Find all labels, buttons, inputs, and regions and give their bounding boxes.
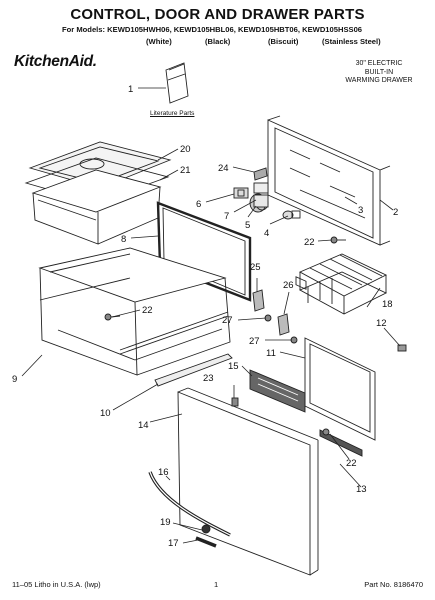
callout-5: 5	[245, 220, 250, 231]
footer-part-number: Part No. 8186470	[364, 580, 423, 589]
handle-screw	[195, 536, 217, 548]
callout-1: 1	[128, 84, 133, 95]
variant-black: (Black)	[205, 37, 231, 46]
callout-27b: 27	[249, 336, 260, 347]
callout-23: 23	[203, 373, 214, 384]
selector-switch	[233, 187, 249, 199]
callout-9: 9	[12, 374, 17, 385]
callout-11: 11	[266, 348, 276, 359]
product-description: 30" ELECTRIC BUILT-IN WARMING DRAWER	[339, 60, 419, 86]
callout-labels: 1 2 3 4 5 6 7 8 9 10 11 12 13 14 15 16 1…	[12, 84, 398, 549]
description-line: WARMING DRAWER	[345, 77, 413, 85]
callout-27a: 27	[222, 315, 233, 326]
bracket-screw	[264, 314, 298, 344]
callout-10: 10	[100, 408, 111, 419]
callout-17: 17	[168, 538, 179, 549]
description-line: BUILT-IN	[364, 68, 394, 76]
indicator-light	[282, 210, 301, 220]
variant-white: (White)	[146, 37, 172, 46]
description-line: 30" ELECTRIC	[355, 60, 403, 67]
callout-4: 4	[264, 228, 269, 239]
callout-16: 16	[158, 467, 169, 478]
brand-logo: KitchenAid.	[14, 53, 97, 70]
callout-12: 12	[376, 318, 387, 329]
handle-mount	[319, 429, 363, 457]
warming-pan	[31, 169, 162, 245]
callout-22c: 22	[346, 458, 357, 469]
control-panel-back	[267, 115, 391, 290]
footer-page-number: 1	[214, 580, 219, 589]
callout-6: 6	[196, 199, 201, 210]
callout-14: 14	[138, 420, 149, 431]
callout-15: 15	[228, 361, 239, 372]
label-plate	[253, 167, 268, 181]
callout-8: 8	[121, 234, 126, 245]
literature-parts-label: Literature Parts	[150, 110, 195, 117]
callout-22a: 22	[304, 237, 315, 248]
callout-19: 19	[160, 517, 171, 528]
drawer-gasket	[156, 201, 252, 302]
callout-7: 7	[224, 211, 229, 222]
callout-26: 26	[283, 280, 294, 291]
callout-18: 18	[382, 299, 393, 310]
footer-print-info: 11–05 Litho in U.S.A. (lwp)	[12, 580, 101, 589]
drawer-body	[38, 247, 231, 376]
callout-2: 2	[393, 207, 398, 218]
door-handle	[148, 471, 231, 537]
door-bracket-right	[277, 313, 290, 336]
variant-biscuit: (Biscuit)	[268, 37, 299, 46]
callout-22b: 22	[142, 305, 153, 316]
callout-21: 21	[180, 165, 191, 176]
model-list: For Models: KEWD105HWH06, KEWD105HBL06, …	[62, 25, 363, 34]
page-title: CONTROL, DOOR AND DRAWER PARTS	[70, 6, 365, 23]
panel-screw	[397, 344, 407, 352]
callout-20: 20	[180, 144, 191, 155]
slide-rail	[154, 353, 233, 387]
callout-24: 24	[218, 163, 229, 174]
leader-lines	[21, 87, 401, 544]
inner-door-panel	[304, 337, 376, 441]
callout-13: 13	[356, 484, 367, 495]
wire-rack	[298, 253, 388, 315]
literature-booklet	[165, 62, 189, 104]
callout-25: 25	[250, 262, 261, 273]
door-screw	[231, 397, 239, 407]
variant-stainless: (Stainless Steel)	[322, 37, 381, 46]
callout-3: 3	[358, 205, 363, 216]
power-switch	[253, 182, 269, 194]
mounting-screw	[104, 236, 346, 436]
handle-endcap	[201, 524, 211, 534]
outer-door-panel	[177, 387, 319, 576]
control-vent	[249, 369, 306, 413]
door-bracket-left	[252, 289, 265, 312]
knob-bezel	[253, 194, 269, 208]
